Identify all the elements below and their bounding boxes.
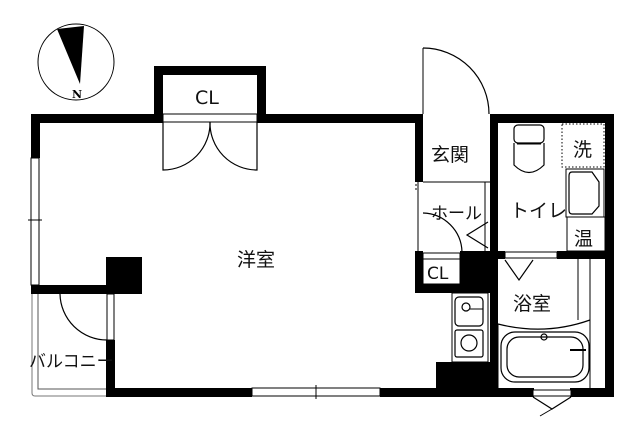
room-label-entrance: 玄関	[431, 144, 469, 166]
vent-icon	[532, 389, 572, 417]
sink-icon	[565, 168, 605, 218]
compass-icon: N	[37, 23, 115, 101]
hall-closet-door-swing	[422, 212, 463, 253]
door-arrow-icon	[465, 221, 489, 249]
kitchen	[451, 292, 489, 363]
room-label-hall-closet: CL	[427, 264, 449, 284]
windows	[28, 157, 381, 399]
room-label-balcony: バルコニー	[29, 352, 114, 372]
room-label-laundry: 洗	[573, 139, 592, 161]
walls	[31, 66, 614, 397]
bath-door-arrow-icon	[504, 259, 534, 282]
bathtub-icon	[500, 331, 590, 383]
entrance-door	[422, 47, 490, 115]
room-label-closet: CL	[195, 87, 219, 109]
room-label-water-heater: 温	[574, 228, 593, 250]
kitchen-sink-icon	[454, 296, 484, 327]
balcony-door-swing	[59, 293, 108, 341]
toilet-icon	[513, 124, 545, 174]
room-label-hall: ホール	[431, 204, 482, 224]
room-label-western-room: 洋室	[237, 249, 275, 271]
stove-icon	[454, 329, 484, 358]
compass-north-label: N	[72, 88, 82, 101]
room-label-toilet: トイレ	[510, 200, 567, 222]
closet-double-door	[162, 113, 258, 171]
room-label-bathroom: 浴室	[513, 293, 551, 315]
balcony	[31, 293, 108, 397]
